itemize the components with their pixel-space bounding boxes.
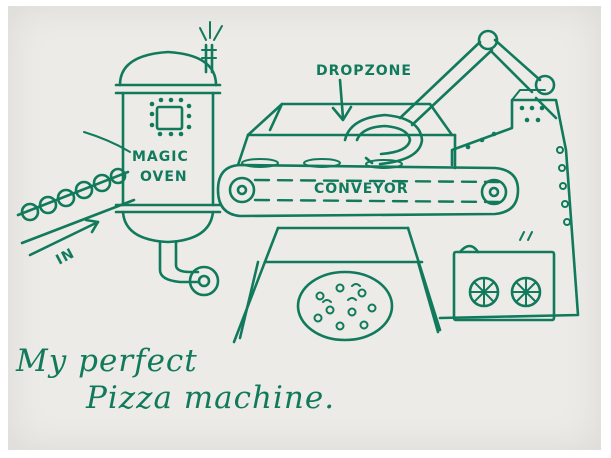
control-panel — [454, 232, 554, 320]
pizza — [298, 272, 392, 340]
oven-label-line1: MAGIC — [132, 150, 189, 164]
caption-line-2: Pizza machine. — [86, 383, 335, 414]
conveyor-label: CONVEYOR — [314, 182, 409, 196]
oven-label-line2: OVEN — [140, 170, 188, 184]
caption-line-1: My perfect — [16, 346, 198, 377]
drop-zone-label: DROPZONE — [316, 64, 412, 78]
robot-arm — [345, 31, 556, 164]
input-conveyor — [18, 132, 134, 243]
drop-zone-hopper — [238, 80, 455, 168]
control-tower — [440, 90, 578, 318]
